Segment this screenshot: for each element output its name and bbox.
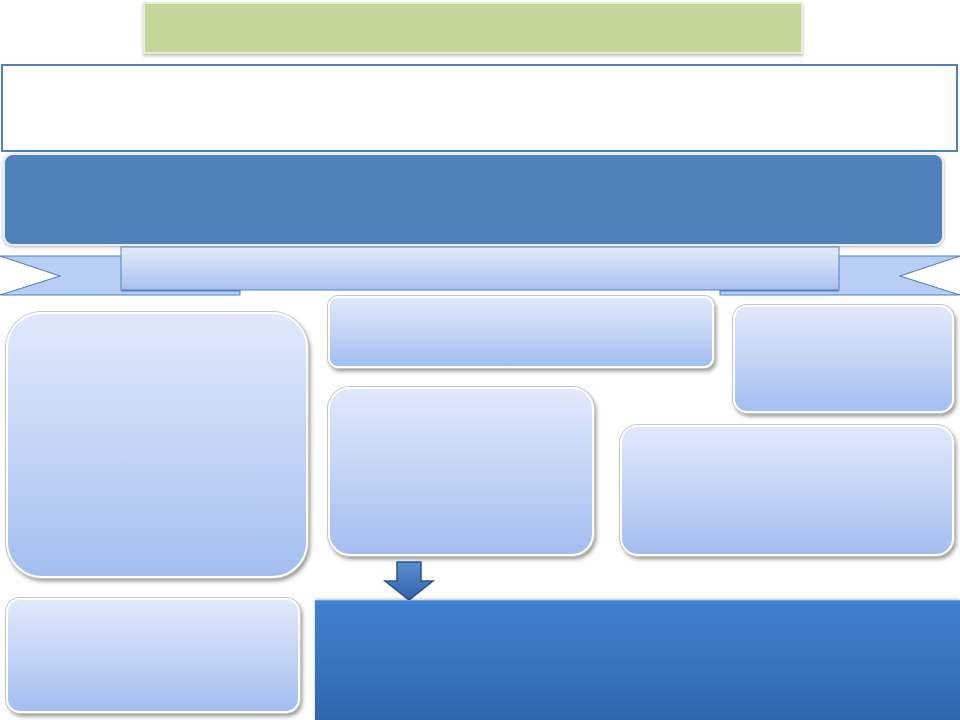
header-banner [3, 153, 944, 246]
subtitle-box [1, 64, 958, 152]
content-box-left [6, 312, 308, 578]
content-box-top-right [733, 305, 954, 413]
down-arrow-icon [383, 561, 435, 601]
content-box-bottom-left [6, 598, 300, 713]
ribbon-center [120, 246, 840, 291]
slide-title-box [143, 2, 803, 54]
content-box-top-middle [328, 296, 714, 368]
content-box-right-middle [620, 425, 954, 556]
summary-panel [315, 600, 960, 720]
ribbon-banner [0, 246, 960, 296]
content-box-middle [328, 387, 594, 556]
